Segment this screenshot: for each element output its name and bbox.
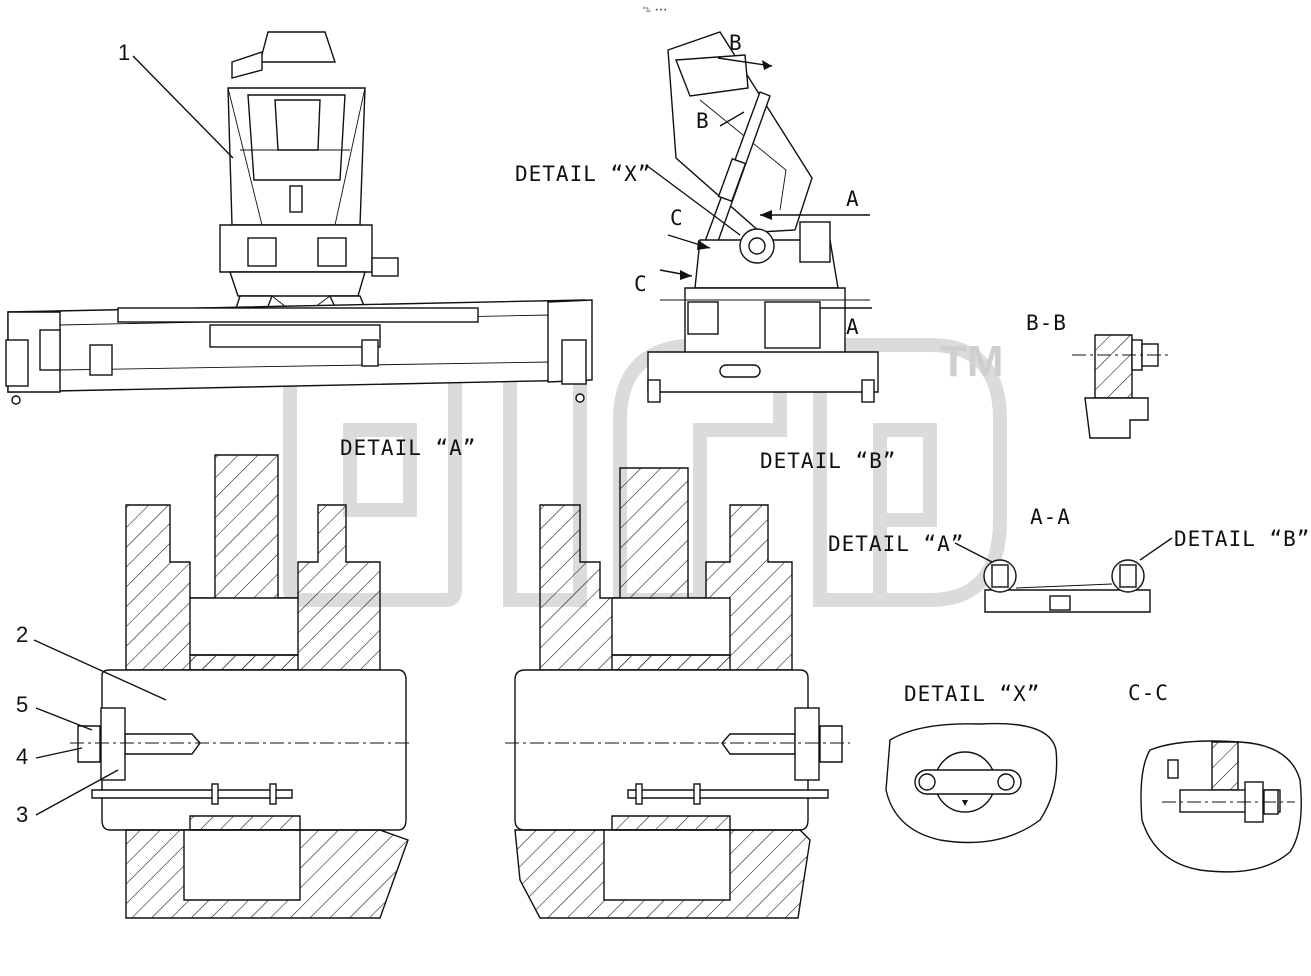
label-detail-b-main: DETAIL “B” — [760, 449, 896, 473]
trademark-mark: TM — [940, 337, 1004, 386]
label-a-upper: A — [846, 187, 860, 211]
callout-2: 2 — [16, 622, 28, 647]
front-view-assembly — [5, 31, 593, 405]
top-mark: °‰ ∙∙∙ — [642, 6, 667, 14]
label-b-mid: B — [696, 109, 710, 133]
callout-5: 5 — [16, 692, 28, 717]
section-bb — [1072, 334, 1170, 439]
detail-x-view — [885, 722, 1058, 844]
label-c-upper: C — [670, 206, 684, 230]
label-b-top: B — [729, 31, 743, 55]
label-aa: A-A — [1030, 505, 1071, 529]
label-detail-x-small: DETAIL “X” — [904, 682, 1040, 706]
label-c-lower: C — [634, 272, 648, 296]
callout-1: 1 — [118, 40, 130, 65]
detail-b-section — [505, 467, 850, 919]
label-a-lower: A — [846, 315, 860, 339]
detail-a-section — [70, 454, 410, 919]
label-detail-a-small: DETAIL “A” — [828, 532, 964, 556]
label-detail-a-main: DETAIL “A” — [340, 436, 476, 460]
label-bb: B-B — [1026, 311, 1067, 335]
side-view-assembly — [647, 31, 879, 403]
label-detail-b-small: DETAIL “B” — [1174, 527, 1310, 551]
label-cc: C-C — [1128, 681, 1169, 705]
section-aa — [983, 559, 1151, 613]
section-cc — [1140, 740, 1302, 873]
callout-4: 4 — [16, 744, 28, 769]
callout-3: 3 — [16, 802, 28, 827]
label-detail-x-top: DETAIL “X” — [515, 162, 651, 186]
